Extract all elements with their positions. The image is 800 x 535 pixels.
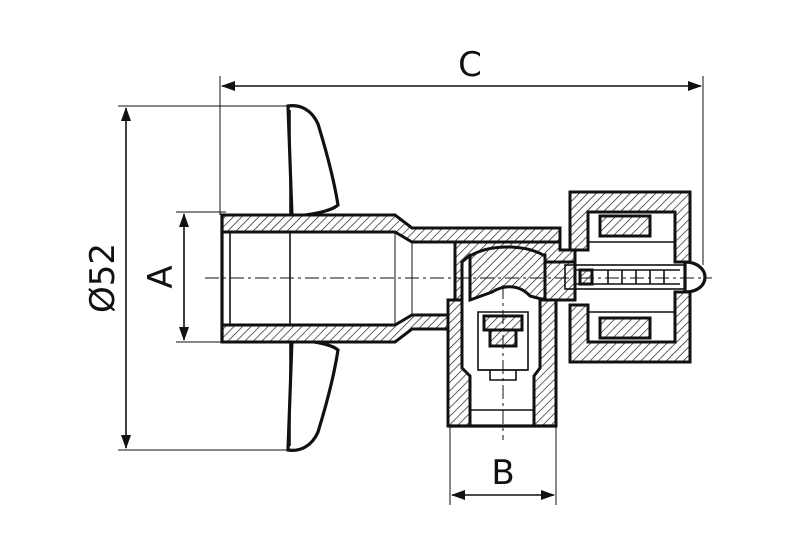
dimension-b: B bbox=[449, 425, 557, 505]
dimension-label-c: C bbox=[458, 45, 482, 85]
dimension-a: A bbox=[141, 211, 226, 343]
spindle-section bbox=[543, 260, 707, 302]
rosette-cap-section bbox=[568, 190, 692, 364]
dimension-label-b: B bbox=[491, 453, 514, 493]
dimension-label-a: A bbox=[141, 265, 181, 288]
dimension-label-diameter: Ø52 bbox=[83, 243, 123, 313]
center-lines bbox=[205, 277, 712, 440]
dimension-c: C bbox=[219, 45, 704, 265]
valve-body-section bbox=[446, 240, 577, 428]
dimension-diameter: Ø52 bbox=[83, 105, 292, 451]
